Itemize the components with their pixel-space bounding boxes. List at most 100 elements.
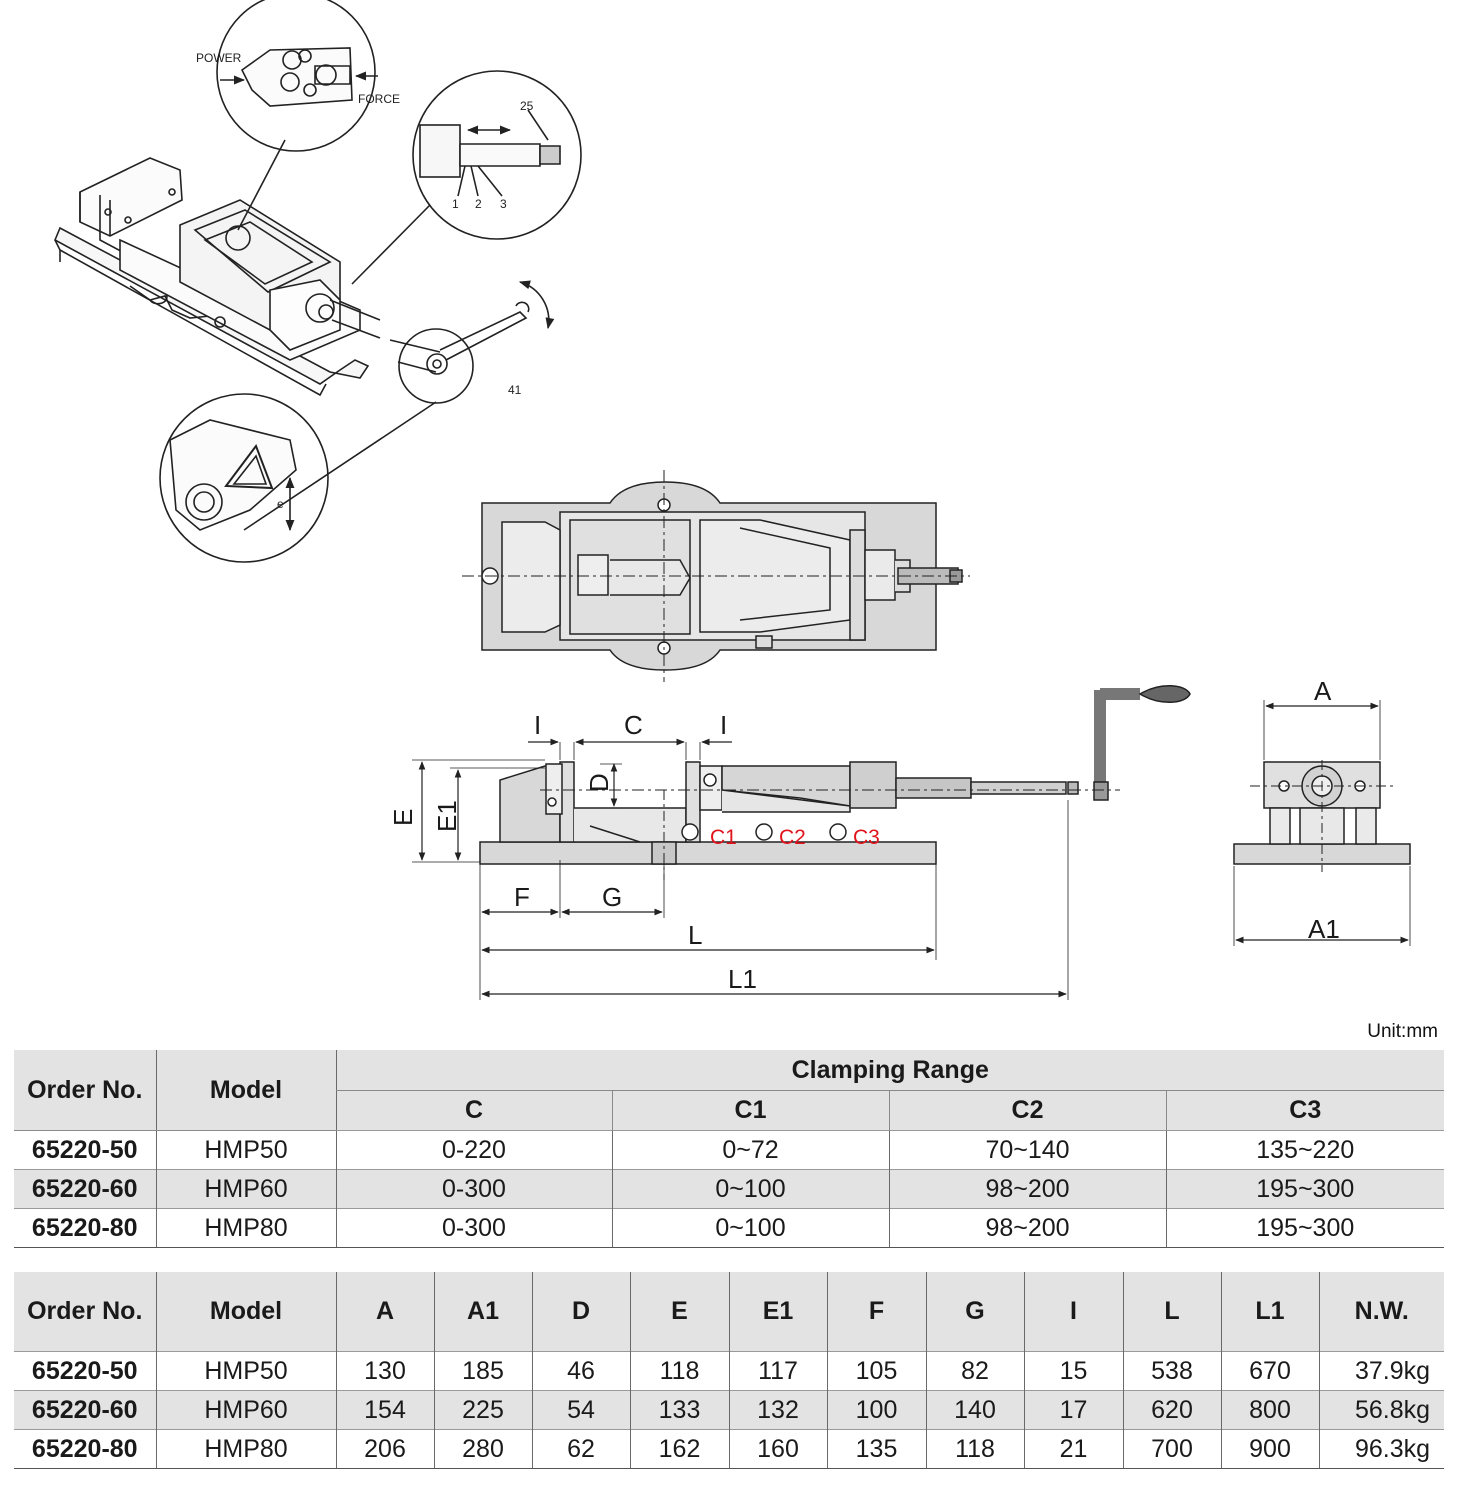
dim-label-e: E xyxy=(388,809,418,826)
model: HMP60 xyxy=(155,1390,336,1430)
header-order-no: Order No. xyxy=(14,1050,156,1131)
cell-d: 62 xyxy=(531,1429,630,1469)
cell-g: 118 xyxy=(925,1429,1024,1469)
dim-label-i-left: I xyxy=(534,710,541,740)
cell-nw: 56.8kg xyxy=(1318,1390,1444,1430)
table-row: 65220-60 HMP60 0-300 0~100 98~200 195~30… xyxy=(14,1169,1444,1209)
label-41: 41 xyxy=(508,383,522,397)
dim-label-a: A xyxy=(1314,676,1332,706)
cell-c3: 135~220 xyxy=(1165,1130,1444,1170)
table-row: 65220-80 HMP80 0-300 0~100 98~200 195~30… xyxy=(14,1208,1444,1248)
model: HMP80 xyxy=(155,1208,336,1248)
label-force: FORCE xyxy=(358,92,400,106)
header-l1: L1 xyxy=(1220,1272,1319,1352)
cell-l1: 670 xyxy=(1220,1351,1319,1391)
header-model: Model xyxy=(155,1272,336,1352)
side-view-dimensions xyxy=(412,738,1069,1000)
header-a1: A1 xyxy=(433,1272,532,1352)
cell-c2: 98~200 xyxy=(888,1208,1166,1248)
order-no: 65220-60 xyxy=(14,1169,156,1209)
dim-label-c3: C3 xyxy=(853,826,880,849)
cell-i: 21 xyxy=(1023,1429,1123,1469)
order-no: 65220-60 xyxy=(14,1390,156,1430)
cell-i: 17 xyxy=(1023,1390,1123,1430)
cell-nw: 37.9kg xyxy=(1318,1351,1444,1391)
cell-l: 700 xyxy=(1122,1429,1221,1469)
end-view-drawing xyxy=(1233,760,1411,872)
label-e: e xyxy=(277,497,284,511)
header-a: A xyxy=(335,1272,434,1352)
cell-c3: 195~300 xyxy=(1165,1169,1444,1209)
top-view-drawing xyxy=(462,470,970,682)
end-view-dimensions xyxy=(1233,700,1411,946)
cell-e1: 132 xyxy=(728,1390,827,1430)
header-l: L xyxy=(1122,1272,1221,1352)
dim-label-l1: L1 xyxy=(728,964,757,994)
table-row: 65220-60 HMP60 154 225 54 133 132 100 14… xyxy=(14,1390,1444,1430)
cell-d: 46 xyxy=(531,1351,630,1391)
header-f: F xyxy=(826,1272,926,1352)
cell-e: 162 xyxy=(629,1429,729,1469)
dim-label-c2: C2 xyxy=(779,826,806,849)
model: HMP80 xyxy=(155,1429,336,1469)
cell-e1: 160 xyxy=(728,1429,827,1469)
cell-f: 135 xyxy=(826,1429,926,1469)
model: HMP50 xyxy=(155,1130,336,1170)
cell-a1: 280 xyxy=(433,1429,532,1469)
table-row: 65220-80 HMP80 206 280 62 162 160 135 11… xyxy=(14,1429,1444,1469)
header-d: D xyxy=(531,1272,630,1352)
label-1: 1 xyxy=(452,197,459,211)
cell-g: 82 xyxy=(925,1351,1024,1391)
header-i: I xyxy=(1023,1272,1123,1352)
side-view-drawing xyxy=(479,685,1191,880)
label-3: 3 xyxy=(500,197,507,211)
cell-g: 140 xyxy=(925,1390,1024,1430)
dim-label-c: C xyxy=(624,710,643,740)
cell-a1: 225 xyxy=(433,1390,532,1430)
cell-i: 15 xyxy=(1023,1351,1123,1391)
order-no: 65220-50 xyxy=(14,1130,156,1170)
clamping-range-table: Order No. Model Clamping Range C C1 C2 C… xyxy=(14,1050,1444,1248)
header-e1: E1 xyxy=(728,1272,827,1352)
technical-drawings: POWER FORCE 25 1 2 3 41 e xyxy=(53,0,1411,1000)
cell-l: 538 xyxy=(1122,1351,1221,1391)
dim-label-f: F xyxy=(514,882,530,912)
header-e: E xyxy=(629,1272,729,1352)
order-no: 65220-80 xyxy=(14,1208,156,1248)
isometric-vise-drawing xyxy=(53,0,582,563)
model: HMP60 xyxy=(155,1169,336,1209)
cell-c1: 0~100 xyxy=(611,1169,889,1209)
header-c2: C2 xyxy=(888,1090,1166,1131)
cell-l1: 800 xyxy=(1220,1390,1319,1430)
label-power: POWER xyxy=(196,51,242,65)
header-c3: C3 xyxy=(1165,1090,1444,1131)
label-25: 25 xyxy=(520,99,534,113)
cell-c1: 0~72 xyxy=(611,1130,889,1170)
cell-a1: 185 xyxy=(433,1351,532,1391)
unit-label: Unit:mm xyxy=(1367,1021,1438,1042)
order-no: 65220-50 xyxy=(14,1351,156,1391)
cell-e: 133 xyxy=(629,1390,729,1430)
cell-l: 620 xyxy=(1122,1390,1221,1430)
cell-l1: 900 xyxy=(1220,1429,1319,1469)
dim-label-l: L xyxy=(688,920,702,950)
table-row: 65220-50 HMP50 130 185 46 118 117 105 82… xyxy=(14,1351,1444,1391)
cell-c: 0-300 xyxy=(335,1208,612,1248)
table-row: 65220-50 HMP50 0-220 0~72 70~140 135~220 xyxy=(14,1130,1444,1170)
cell-a: 154 xyxy=(335,1390,434,1430)
cell-c3: 195~300 xyxy=(1165,1208,1444,1248)
header-c1: C1 xyxy=(611,1090,889,1131)
dim-label-a1: A1 xyxy=(1308,914,1340,944)
cell-c2: 98~200 xyxy=(888,1169,1166,1209)
header-c: C xyxy=(335,1090,612,1131)
cell-f: 100 xyxy=(826,1390,926,1430)
dim-label-i-right: I xyxy=(720,710,727,740)
header-nw: N.W. xyxy=(1318,1272,1444,1352)
cell-f: 105 xyxy=(826,1351,926,1391)
order-no: 65220-80 xyxy=(14,1429,156,1469)
header-g: G xyxy=(925,1272,1024,1352)
cell-nw: 96.3kg xyxy=(1318,1429,1444,1469)
model: HMP50 xyxy=(155,1351,336,1391)
cell-c: 0-300 xyxy=(335,1169,612,1209)
header-clamping-range: Clamping Range xyxy=(335,1050,1444,1091)
